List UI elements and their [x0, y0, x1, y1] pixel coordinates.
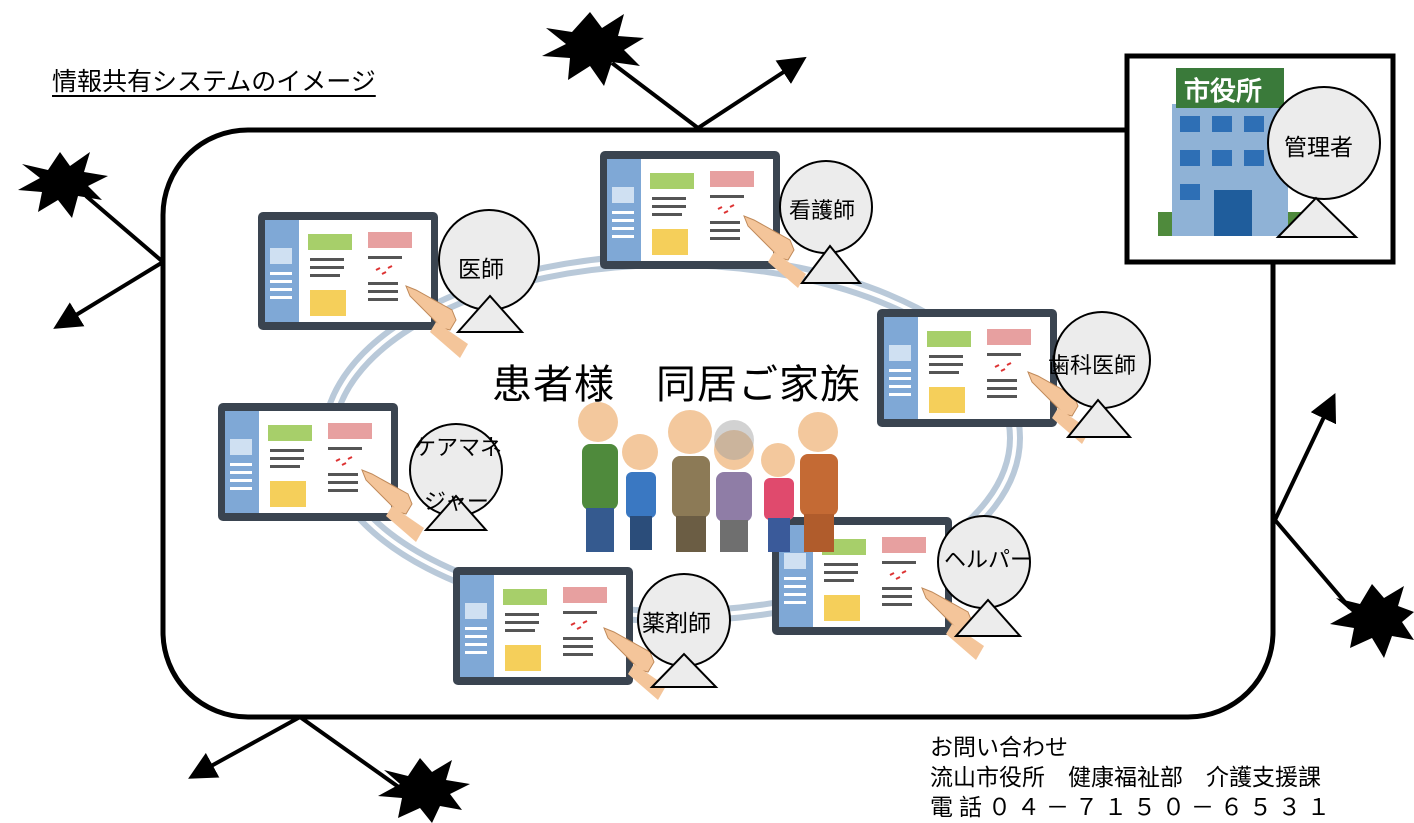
- tablet-pharmacist: [452, 566, 634, 686]
- patient-family-label: 患者様 同居ご家族: [492, 362, 861, 408]
- role-label-care-manager-1: ケアマネ: [414, 436, 503, 461]
- city-hall-building-icon: [1158, 68, 1308, 236]
- role-label-doctor: 医師: [458, 257, 504, 283]
- role-label-admin: 管理者: [1284, 135, 1353, 161]
- system-frame: [160, 127, 1276, 720]
- contact-phone: 電話０４－７１５０－６５３１: [930, 795, 1336, 821]
- tablet-nurse: [599, 150, 781, 270]
- role-label-helper: ヘルパー: [944, 548, 1033, 573]
- tablet-helper: [771, 516, 953, 636]
- family-illustration: [578, 402, 838, 552]
- tablet-dentist: [876, 308, 1058, 428]
- external-arrows: [53, 56, 1352, 790]
- role-label-dentist: 歯科医師: [1048, 354, 1137, 379]
- tablet-doctor: [257, 211, 439, 331]
- tablet-care-manager: [217, 402, 399, 522]
- role-bubbles: [409, 86, 1381, 688]
- contact-info: お問い合わせ 流山市役所 健康福祉部 介護支援課 電話０４－７１５０－６５３１: [930, 733, 1336, 823]
- burst-shapes: [18, 12, 1414, 823]
- role-label-care-manager-2: ジャー: [424, 490, 489, 515]
- contact-heading: お問い合わせ: [930, 735, 1068, 761]
- role-label-nurse: 看護師: [789, 199, 856, 224]
- role-label-pharmacist: 薬剤師: [642, 611, 711, 637]
- page-title: 情報共有システムのイメージ: [52, 67, 376, 96]
- contact-department: 流山市役所 健康福祉部 介護支援課: [930, 765, 1321, 791]
- city-hall-sign: 市役所: [1184, 76, 1262, 107]
